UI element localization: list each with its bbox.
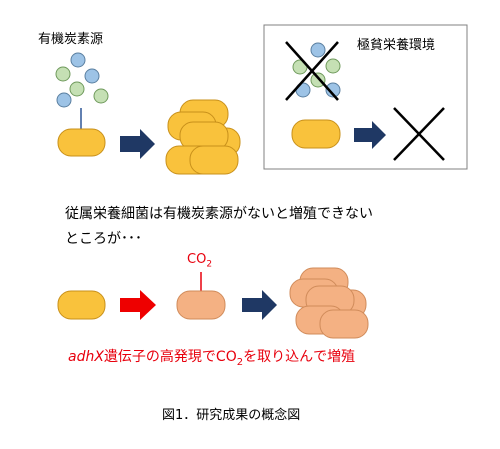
organic-carbon-molecules — [55, 52, 109, 108]
co2-main: CO — [187, 252, 207, 267]
result-sub: 2 — [236, 356, 244, 368]
figure-caption: 図1．研究成果の概念図 — [162, 408, 301, 423]
gene-expression-arrow — [120, 290, 156, 320]
carbon-molecule-green — [69, 81, 85, 97]
gene-name: adhX — [68, 349, 104, 365]
growth-arrow — [120, 129, 155, 159]
bacterium-cell — [291, 119, 341, 149]
organic-carbon-label: 有機炭素源 — [38, 32, 104, 47]
statement-line2: ところが･･･ — [65, 231, 142, 247]
carbon-molecule-blue — [84, 68, 100, 84]
sparse-carbon-molecules — [292, 42, 341, 98]
carbon-molecule-green — [93, 88, 109, 104]
bacterium-cell — [57, 128, 106, 157]
oligotrophic-label: 極貧栄養環境 — [357, 38, 436, 53]
carbon-molecule-green — [55, 66, 71, 82]
co2-sub: 2 — [206, 259, 213, 270]
cross-mark-icon — [285, 41, 339, 101]
result-part1: 遺伝子の高発現でCO — [103, 349, 237, 365]
growth-arrow — [354, 121, 386, 149]
carbon-molecule-blue — [56, 92, 72, 108]
bacterium-cell — [57, 290, 106, 320]
proliferated-cells-salmon — [289, 267, 369, 339]
result-statement: adhX遺伝子の高発現でCO2を取り込んで増殖 — [68, 346, 355, 368]
result-part2: を取り込んで増殖 — [243, 349, 356, 365]
growth-arrow — [242, 290, 277, 320]
co2-label: CO2 — [187, 252, 212, 270]
carbon-molecule-blue — [70, 52, 86, 68]
statement-line1: 従属栄養細菌は有機炭素源がないと増殖できない — [65, 206, 373, 222]
proliferated-cells-yellow — [165, 99, 241, 175]
no-growth-cross-icon — [393, 107, 445, 161]
engineered-bacterium-cell — [176, 290, 226, 320]
